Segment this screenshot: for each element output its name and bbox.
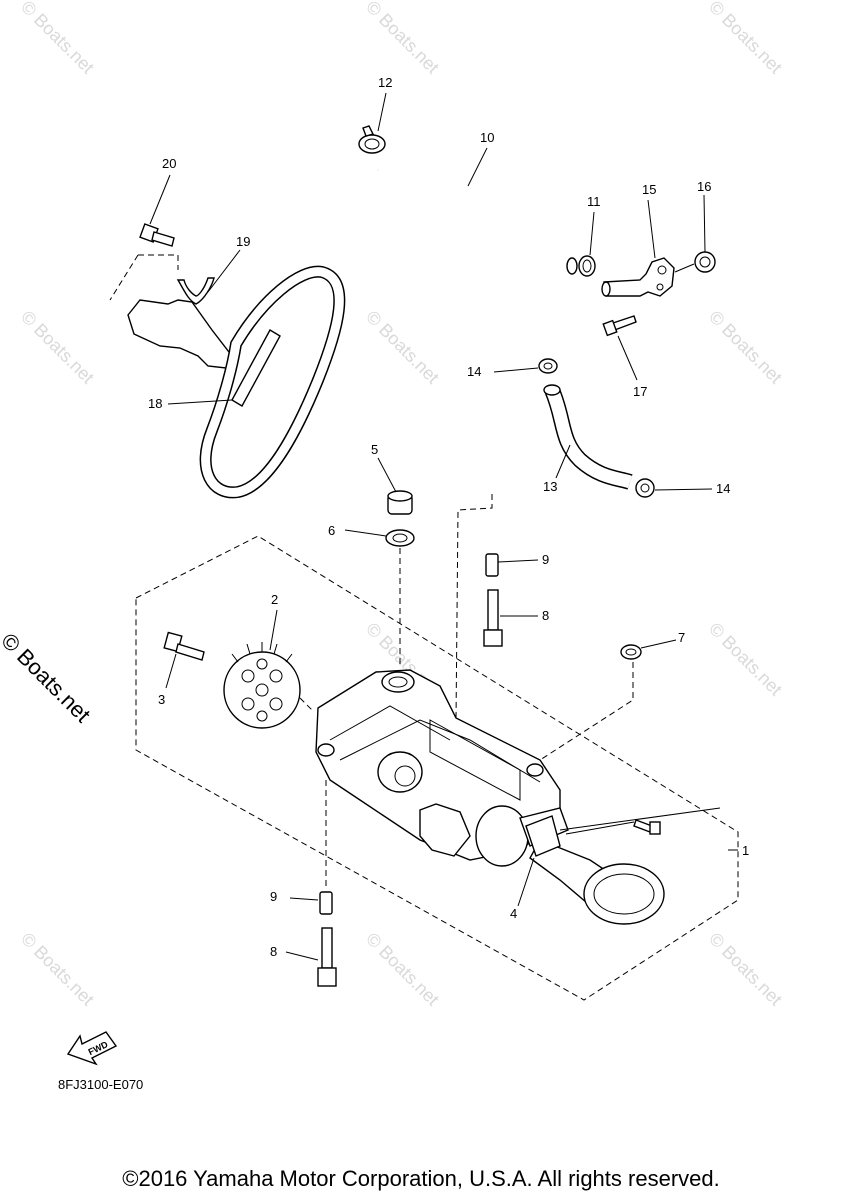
part-5-collar: 5 [371,442,413,515]
callout-14a: 14 [467,364,481,379]
part-10-hose: 10 [372,130,578,275]
callout-9b: 9 [270,889,277,904]
fwd-arrow: FWD [66,1031,118,1066]
callout-13: 13 [543,479,557,494]
part-9-dowel-lower: 9 [270,780,333,915]
callout-9a: 9 [542,552,549,567]
watermark: © Boats.net [705,307,786,388]
callout-2: 2 [271,592,278,607]
watermark: © Boats.net [362,0,443,78]
callout-5: 5 [371,442,378,457]
part-20-bolt: 20 [109,156,179,301]
callout-6: 6 [328,523,335,538]
part-16-gasket: 16 [674,179,716,273]
watermark: © Boats.net [362,307,443,388]
watermark: © Boats.net [705,0,786,78]
oil-pump-body [315,669,569,867]
part-11-clamp: 11 [578,194,601,277]
part-6-seal: 6 [328,523,415,666]
callout-4: 4 [510,906,517,921]
callout-18: 18 [148,396,162,411]
callout-15: 15 [642,182,656,197]
diagram-code: 8FJ3100-E070 [58,1077,144,1092]
watermark: © Boats.net [362,929,443,1010]
strainer-bolt [565,819,661,835]
callout-16: 16 [697,179,711,194]
callout-3: 3 [158,692,165,707]
callout-11: 11 [587,194,601,209]
part-3-bolt: 3 [158,631,205,707]
callout-20: 20 [162,156,176,171]
part-8-bolt-lower: 8 [270,927,337,987]
part-14-clamp-lower: 14 [635,478,730,498]
part-19-chain-guide: 19 [127,234,250,369]
callout-19: 19 [236,234,250,249]
callout-7: 7 [678,630,685,645]
callout-14b: 14 [716,481,730,496]
part-7-seal: 7 [539,630,685,761]
watermark: © Boats.net [17,0,98,78]
callout-17: 17 [633,384,647,399]
part-14-clamp-upper: 14 [467,358,558,379]
callout-1-group: 1 [728,843,749,858]
callout-8b: 8 [270,944,277,959]
part-2-gear: 2 [223,592,315,729]
watermark: © Boats.net [17,307,98,388]
callout-1: 1 [742,843,749,858]
part-12-clamp: 12 [358,75,392,154]
part-17-bolt: 17 [602,315,647,399]
part-4-strainer: 4 [510,807,721,925]
callout-10: 10 [480,130,494,145]
part-15-pipe-flange: 15 [601,182,675,297]
callout-12: 12 [378,75,392,90]
assembly-outline [135,535,739,1001]
watermark: © Boats.net [705,929,786,1010]
watermark: © Boats.net [17,929,98,1010]
part-18-chain: 18 [148,265,346,499]
watermark: © Boats.net [705,619,786,700]
part-13-hose: 13 [543,384,633,494]
copyright-notice: ©2016 Yamaha Motor Corporation, U.S.A. A… [122,1166,720,1191]
part-8-bolt-upper: 8 [455,494,549,721]
part-9-dowel-upper: 9 [485,552,549,577]
callout-8a: 8 [542,608,549,623]
